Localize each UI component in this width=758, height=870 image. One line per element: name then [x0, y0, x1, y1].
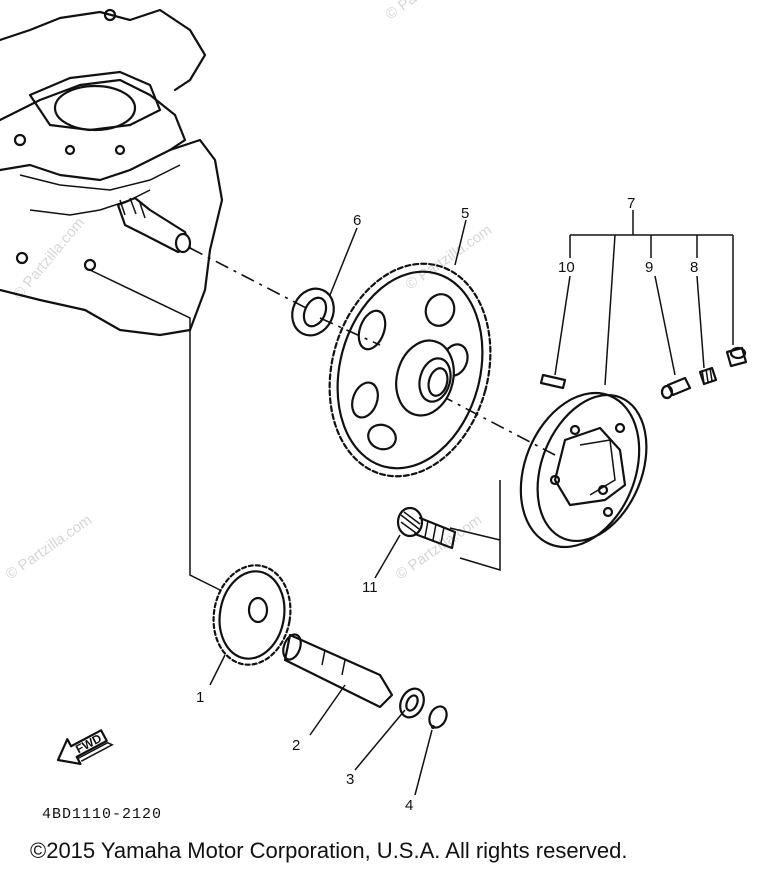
part-code: 4BD1110-2120	[42, 806, 162, 823]
fwd-arrow-icon: FWD	[56, 729, 114, 766]
watermark-1: © Partzilla.com	[10, 214, 88, 302]
idler-gear-part-1	[212, 564, 292, 666]
callout-numbers: 1 2 3 4 5 6 7 8 9 10 11	[196, 195, 698, 814]
callout-10: 10	[558, 259, 575, 276]
center-lines	[189, 247, 556, 456]
callout-5: 5	[461, 205, 469, 222]
copyright-notice: ©2015 Yamaha Motor Corporation, U.S.A. A…	[30, 838, 628, 863]
watermark-4: © Partzilla.com	[393, 511, 486, 583]
bolt-part-11	[396, 506, 457, 550]
watermark-3: © Partzilla.com	[3, 511, 96, 583]
callout-7: 7	[627, 195, 635, 212]
callout-11: 11	[362, 579, 378, 596]
circlip-part-4	[428, 705, 448, 729]
leader-lines	[89, 269, 501, 591]
callout-6: 6	[353, 212, 361, 229]
callout-3: 3	[346, 771, 354, 788]
small-parts-8-9-10	[539, 346, 748, 400]
callout-leaders	[209, 210, 734, 796]
washer-part-6	[291, 287, 335, 337]
washer-part-3	[399, 687, 425, 719]
callout-8: 8	[690, 259, 698, 276]
callout-2: 2	[292, 737, 300, 754]
watermark-2: © Partzilla.com	[403, 221, 496, 293]
starter-gear-part-5	[328, 262, 492, 478]
idler-shaft-part-2	[282, 633, 394, 709]
callout-1: 1	[196, 689, 204, 706]
starter-clutch-part-7	[519, 391, 648, 549]
callout-4: 4	[405, 797, 413, 814]
watermark-5: © Partzilla.com	[383, 0, 476, 23]
callout-9: 9	[645, 259, 653, 276]
